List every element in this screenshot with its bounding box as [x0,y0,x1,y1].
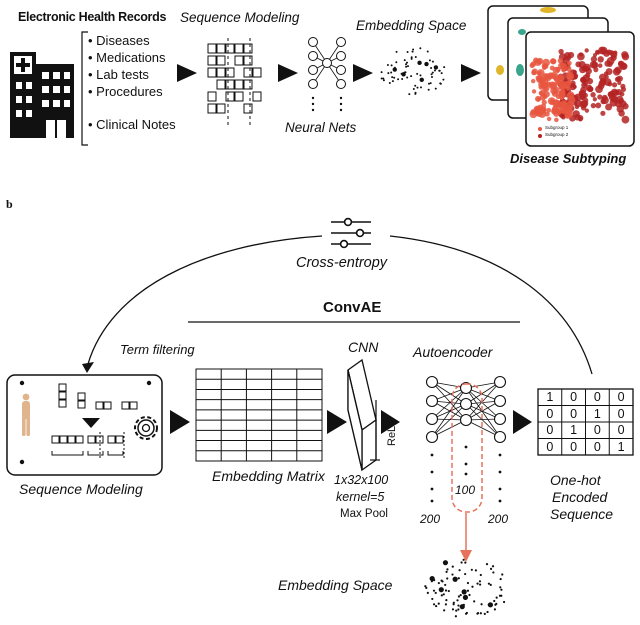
onehot-cell: 0 [593,390,601,404]
ehr-item-notes: • Clinical Notes [88,117,176,132]
ehr-bracket [81,31,88,146]
autoencoder-label: Autoencoder [413,344,493,360]
arrow-b4 [513,410,532,434]
bottleneck-highlight [451,383,483,513]
cnn-dims-label: 1x32x100 [334,473,389,487]
embedding-space-title-a: Embedding Space [356,18,467,33]
onehot-label-2: Encoded [552,489,608,505]
patient-sequence [51,383,138,456]
arrow-a2 [278,64,298,82]
kernel-label: kernel=5 [336,490,385,504]
arrow-a3 [353,64,373,82]
gear-icon [134,416,158,440]
embedding-scatter-b [424,558,506,618]
relu-label: ReLu [386,419,398,446]
layer-out-label: 200 [488,512,509,526]
cnn-label: CNN [348,339,379,355]
onehot-cell: 0 [546,439,554,454]
convae-title: ConvAE [323,299,382,316]
onehot-cell: 1 [546,390,554,404]
arrow-a1 [177,64,197,82]
legend-subgroup-1: Subgroup 1 [545,125,569,130]
arrow-b1 [170,410,190,434]
embedding-space-title-b: Embedding Space [278,577,393,593]
arrow-b3 [381,410,400,434]
feedback-arrowhead [82,362,94,373]
layer-in-label: 200 [420,512,441,526]
onehot-cell: 1 [617,439,625,454]
onehot-cell: 0 [570,439,578,454]
hospital-icon [10,52,74,138]
ehr-title: Electronic Health Records [18,10,167,24]
embedding-matrix-label: Embedding Matrix [212,468,325,484]
onehot-cell: 0 [570,390,578,404]
feedback-arc-left [87,235,323,365]
ehr-item-diseases: • Diseases [88,33,150,48]
onehot-cell: 0 [617,406,625,421]
neural-nets-label: Neural Nets [285,120,357,135]
arrow-a4 [461,64,481,82]
onehot-label-3: Sequence [550,506,614,522]
panel-letter-b: b [6,197,13,211]
onehot-label-1: One-hot [550,472,601,488]
disease-cluster [529,46,630,124]
ehr-item-procedures: • Procedures [88,84,163,99]
arrow-b2 [327,410,347,434]
max-pool-label: Max Pool [340,508,388,520]
cluster-legend [538,127,542,138]
layer-mid-label: 100 [455,483,476,497]
legend-subgroup-2: Subgroup 2 [545,132,569,137]
cross-entropy-label: Cross-entropy [296,255,388,271]
onehot-cell: 1 [570,423,578,437]
onehot-cell: 0 [617,423,625,437]
embedding-scatter [380,47,446,96]
onehot-cell: 0 [570,406,578,421]
sequence-boxes [207,43,262,114]
sliders-icon [331,217,371,249]
seq-modeling-title-a: Sequence Modeling [180,10,300,25]
seq-modeling-title-b: Sequence Modeling [19,481,143,497]
onehot-cell: 0 [593,439,601,454]
onehot-cell: 0 [617,390,625,404]
neural-net-icon [308,37,346,112]
onehot-cell: 0 [546,423,554,437]
onehot-cell: 0 [593,423,601,437]
term-filtering-label: Term filtering [120,342,195,357]
onehot-cell: 0 [546,406,554,421]
ehr-item-labtests: • Lab tests [88,67,149,82]
embedding-matrix [195,368,323,462]
autoencoder-network [425,375,507,503]
onehot-cell: 1 [593,406,601,421]
patient-down-arrow [82,418,100,428]
ehr-item-medications: • Medications [88,50,166,65]
disease-subtyping-label: Disease Subtyping [510,151,627,166]
feedback-arc-right [389,235,593,375]
patient-box [6,374,163,476]
cnn-block [347,358,377,472]
bottleneck-arrowhead [460,550,472,562]
onehot-grid [538,389,633,455]
human-figure-icon [22,393,30,436]
